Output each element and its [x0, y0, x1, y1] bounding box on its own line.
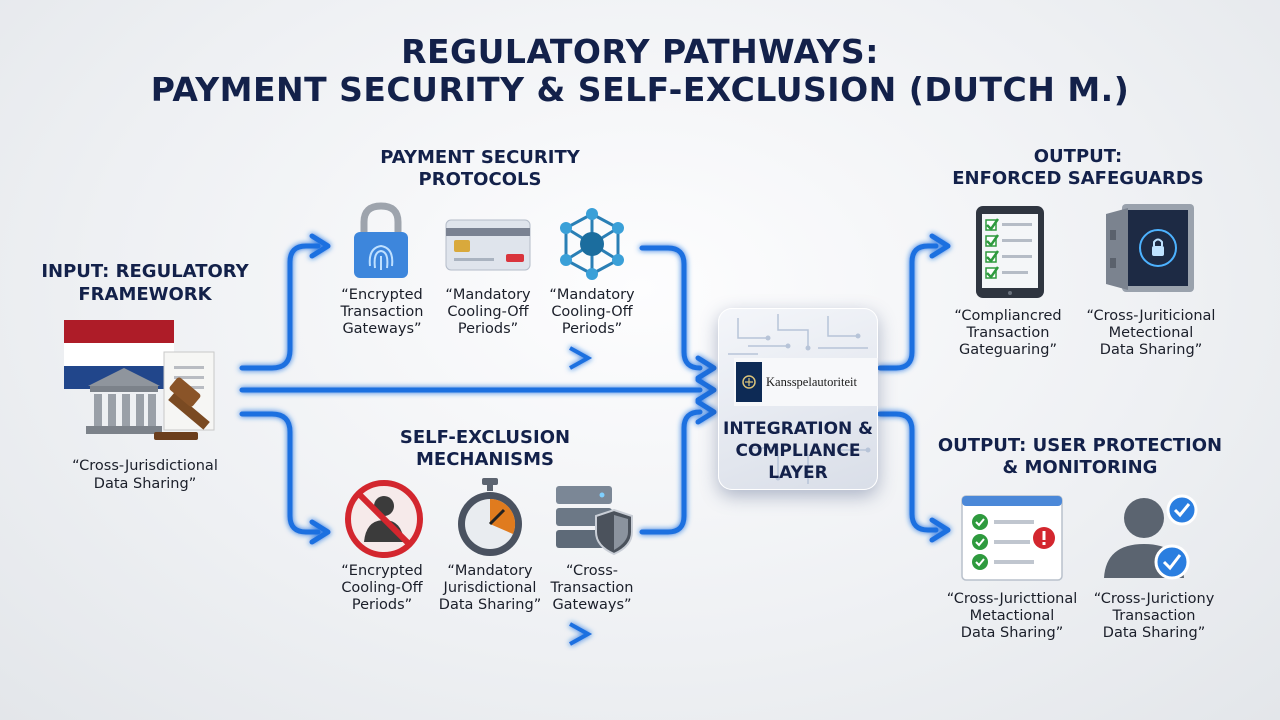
arrowhead-exclusion [309, 519, 331, 545]
payment-item-3-caption-line-1: “Mandatory [549, 287, 635, 303]
integration-line-3: LAYER [768, 463, 828, 483]
safeguards-item-1-caption-line-2: Transaction [966, 325, 1050, 341]
arrowhead-protection [929, 517, 951, 543]
exclusion-item-3-caption-line-1: “Cross- [566, 563, 618, 579]
integration-line-1: INTEGRATION & [723, 419, 873, 439]
input-heading-line-1: INPUT: REGULATORY [41, 261, 249, 282]
blocked-person-icon [345, 480, 423, 558]
exclusion-heading-line-2: MECHANISMS [415, 449, 554, 470]
payment-item-1-caption-line-3: Gateways” [342, 321, 422, 337]
safeguards-heading-line-2: ENFORCED SAFEGUARDS [952, 168, 1204, 189]
arrowhead-layer-middle [695, 377, 717, 403]
stopwatch-icon [458, 478, 522, 556]
safeguards-item-2-caption-line-3: Data Sharing” [1099, 342, 1203, 358]
exclusion-item-1-caption-line-2: Cooling-Off [341, 580, 423, 596]
exclusion-item-3-caption-line-2: Transaction [550, 580, 634, 596]
exclusion-heading-line-1: SELF-EXCLUSION [399, 427, 571, 448]
payment-item-3-caption-line-2: Cooling-Off [551, 304, 633, 320]
safeguards-heading-line-1: OUTPUT: [1033, 146, 1123, 167]
ksa-crest-icon [736, 362, 762, 402]
integration-line-2: COMPLIANCE [735, 441, 861, 461]
circuit-pattern-icon [728, 314, 871, 484]
exclusion-item-2-caption-line-1: “Mandatory [447, 563, 533, 579]
protection-item-2-caption-line-1: “Cross-Jurictiony [1093, 591, 1215, 607]
gavel-icon [154, 377, 210, 440]
flow-layer-to-safeguards [877, 243, 939, 371]
payment-item-2-caption-line-2: Cooling-Off [447, 304, 529, 320]
protection-item-2-caption-line-2: Transaction [1112, 608, 1196, 624]
fingerprint-lock-icon [354, 202, 408, 278]
monitoring-window-icon [961, 495, 1063, 581]
arrowhead-layer-bottom [695, 399, 717, 425]
payment-item-2-caption-line-1: “Mandatory [445, 287, 531, 303]
streak-arrowhead-upper [569, 346, 593, 370]
arrowhead-payment [309, 233, 331, 259]
exclusion-item-1-caption-line-1: “Encrypted [341, 563, 423, 579]
exclusion-item-2-caption-line-3: Data Sharing” [438, 597, 542, 613]
protection-item-1-caption-line-3: Data Sharing” [960, 625, 1064, 641]
input-heading-line-2: FRAMEWORK [78, 284, 212, 305]
title-line-1: REGULATORY PATHWAYS: [401, 32, 879, 71]
safeguards-item-1-caption-line-1: “Compliancred [954, 308, 1062, 324]
protection-item-1-caption-line-2: Metactional [969, 608, 1055, 624]
checklist-tablet-icon [976, 206, 1044, 298]
payment-item-1-caption-line-1: “Encrypted [341, 287, 423, 303]
payment-heading-line-1: PAYMENT SECURITY [380, 147, 580, 168]
ksa-logo-badge: Kansspelautoriteit [734, 358, 878, 406]
exclusion-item-1-caption-line-3: Periods” [351, 597, 413, 613]
exclusion-item-3-caption-line-3: Gateways” [552, 597, 632, 613]
regulatory-framework-illustration [64, 320, 215, 440]
input-caption-line-2: Data Sharing” [93, 476, 197, 492]
payment-item-2-caption-line-3: Periods” [457, 321, 519, 337]
exclusion-item-2-caption-line-2: Jurisdictional [443, 580, 537, 596]
flow-exclusion-to-layer [639, 409, 703, 535]
verified-user-icon [1104, 494, 1198, 580]
protection-heading-line-2: & MONITORING [1002, 457, 1158, 478]
arrowhead-layer-top [695, 355, 717, 381]
protection-heading-line-1: OUTPUT: USER PROTECTION [937, 435, 1223, 456]
protection-item-1-caption-line-1: “Cross-Juricttional [946, 591, 1078, 607]
safeguards-item-1-caption-line-3: Gateguaring” [959, 342, 1057, 358]
payment-item-1-caption-line-2: Transaction [340, 304, 424, 320]
title-line-2: PAYMENT SECURITY & SELF-EXCLUSION (DUTCH… [150, 70, 1130, 109]
payment-heading-line-2: PROTOCOLS [418, 169, 542, 190]
flow-payment-to-layer [639, 245, 703, 371]
network-hub-icon [560, 208, 624, 280]
streak-arrowhead-lower [569, 622, 593, 646]
safeguards-item-2-caption-line-1: “Cross-Juriticional [1086, 308, 1216, 324]
arrowhead-safeguards [929, 233, 951, 259]
vault-lock-icon [1106, 204, 1194, 292]
flow-layer-to-protection [877, 411, 939, 533]
input-caption-line-1: “Cross-Jurisdictional [72, 458, 218, 474]
ksa-logo-text: Kansspelautoriteit [766, 374, 857, 389]
credit-card-icon [445, 219, 531, 271]
safeguards-item-2-caption-line-2: Metectional [1108, 325, 1194, 341]
courthouse-icon [86, 368, 162, 434]
flow-input-to-exclusion [239, 411, 321, 535]
protection-item-2-caption-line-3: Data Sharing” [1102, 625, 1206, 641]
payment-item-3-caption-line-3: Periods” [561, 321, 623, 337]
server-shield-icon [556, 486, 633, 556]
